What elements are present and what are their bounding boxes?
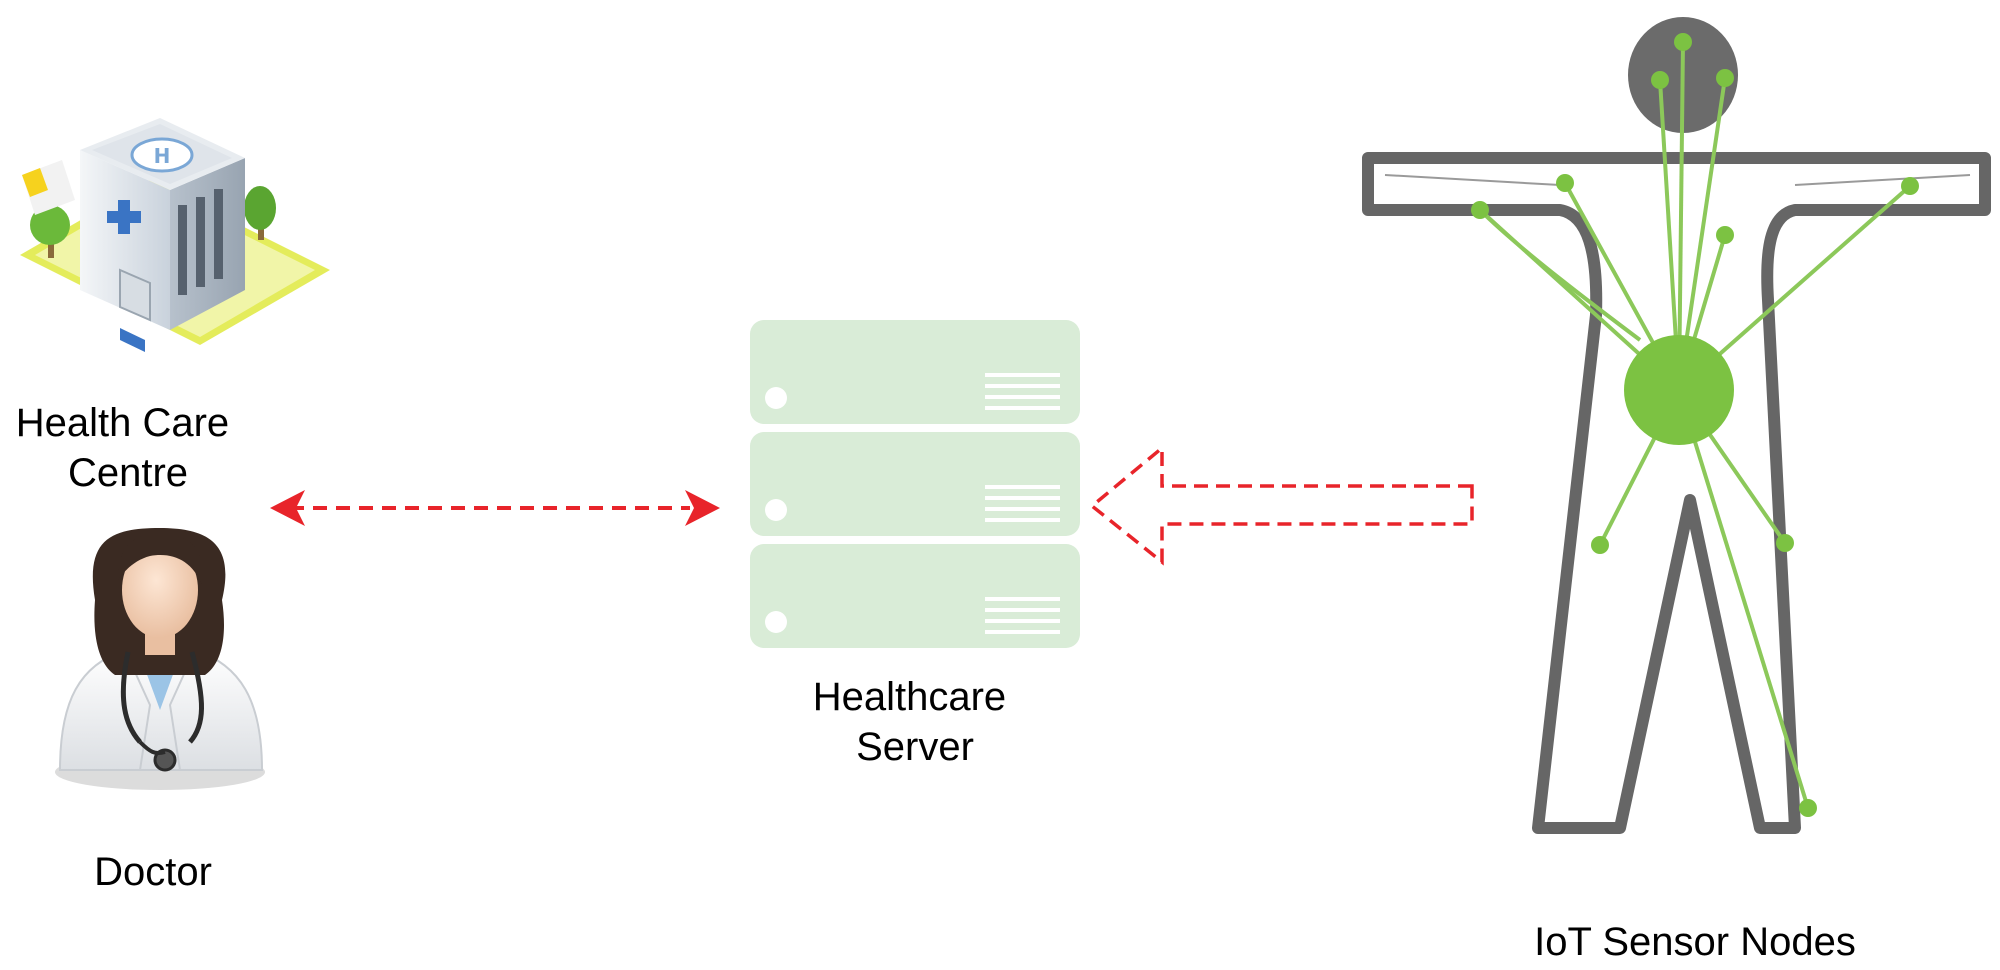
health-care-centre-label: Health Care Centre [16,401,241,495]
healthcare-server-label: Healthcare Server [813,675,1018,769]
server-unit [750,432,1080,536]
data-flow-arrow [1089,444,1474,566]
doctor-label: Doctor [94,850,212,894]
hospital-building-icon: H [20,118,330,352]
human-body-sensor-icon [1362,17,1991,834]
server-unit [750,544,1080,648]
server-rack-icon [750,320,1080,648]
bidirectional-arrow [270,490,720,526]
server-unit [750,320,1080,424]
doctor-avatar-icon [55,528,265,790]
svg-text:H: H [154,144,171,168]
iot-sensor-nodes-label: IoT Sensor Nodes [1534,920,1856,964]
